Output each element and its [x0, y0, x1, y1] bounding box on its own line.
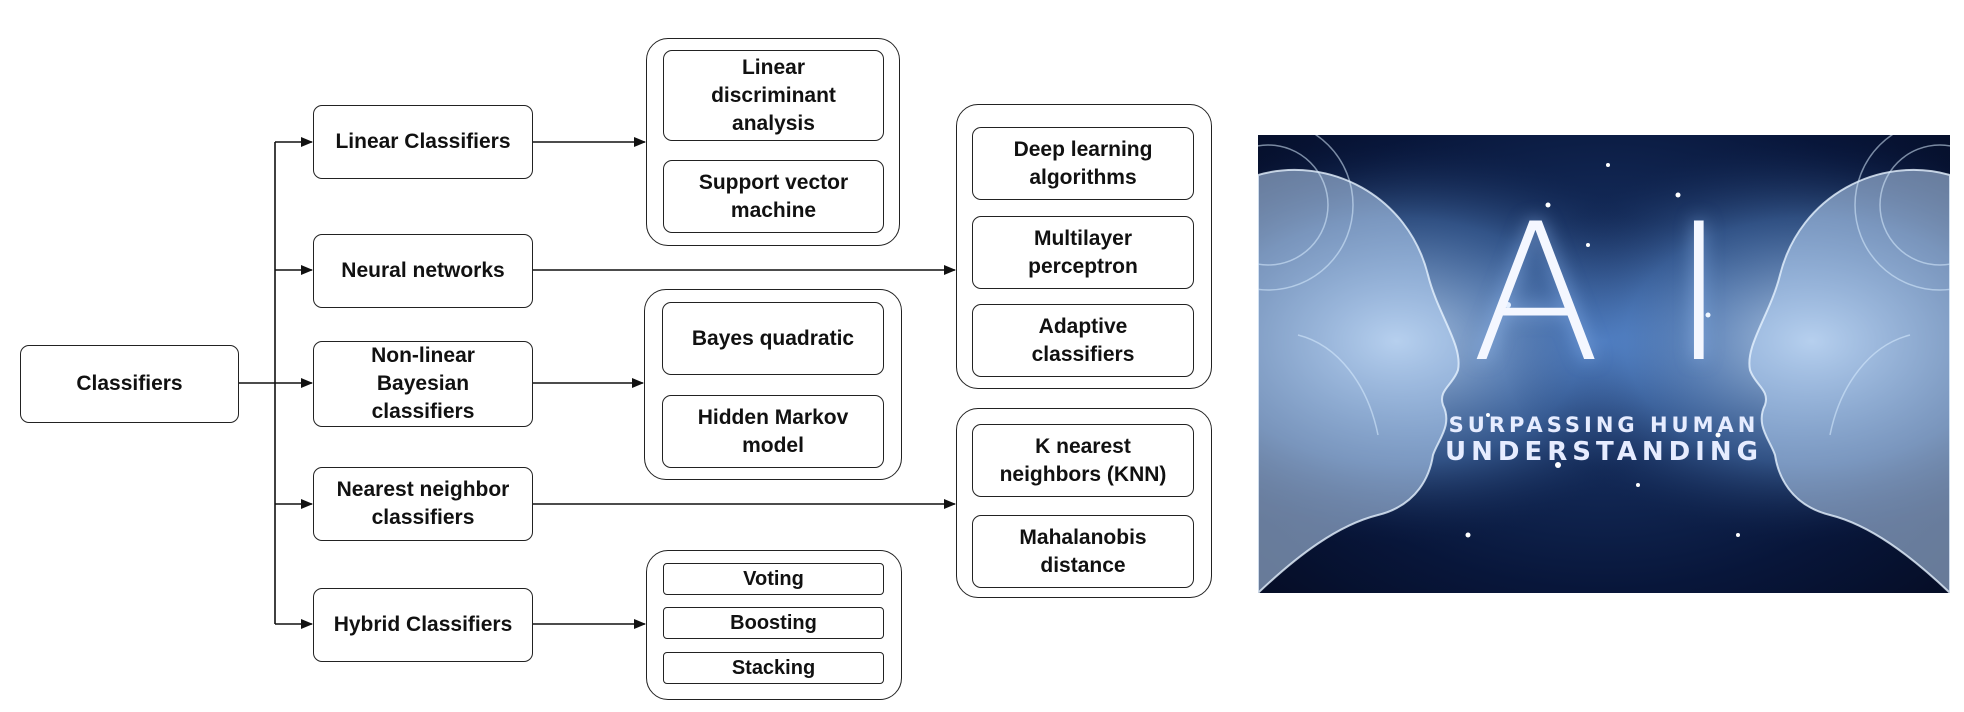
method-voting: Voting [663, 563, 884, 595]
ai-illustration: AI SURPASSING HUMAN UNDERSTANDING [1258, 135, 1950, 593]
method-support-vector-machine: Support vector machine [663, 160, 884, 233]
method-boosting: Boosting [663, 607, 884, 639]
root-classifiers-box: Classifiers [20, 345, 239, 423]
category-neural-networks: Neural networks [313, 234, 533, 308]
ai-title: AI [1470, 183, 1797, 404]
method-k-nearest-neighbors: K nearest neighbors (KNN) [972, 424, 1194, 497]
ai-subtitle-line1: SURPASSING HUMAN [1448, 413, 1760, 437]
category-linear-classifiers: Linear Classifiers [313, 105, 533, 179]
ai-subtitle-line2: UNDERSTANDING [1445, 437, 1763, 467]
category-nearest-neighbor: Nearest neighbor classifiers [313, 467, 533, 541]
method-deep-learning-algorithms: Deep learning algorithms [972, 127, 1194, 200]
ai-background-art [1258, 135, 1950, 593]
category-hybrid-classifiers: Hybrid Classifiers [313, 588, 533, 662]
method-stacking: Stacking [663, 652, 884, 684]
method-adaptive-classifiers: Adaptive classifiers [972, 304, 1194, 377]
left-head-silhouette [1258, 168, 1460, 593]
method-linear-discriminant-analysis: Linear discriminant analysis [663, 50, 884, 141]
method-hidden-markov-model: Hidden Markov model [662, 395, 884, 468]
category-nonlinear-bayesian: Non-linear Bayesian classifiers [313, 341, 533, 427]
method-bayes-quadratic: Bayes quadratic [662, 302, 884, 375]
method-mahalanobis-distance: Mahalanobis distance [972, 515, 1194, 588]
right-head-silhouette [1748, 168, 1950, 593]
method-multilayer-perceptron: Multilayer perceptron [972, 216, 1194, 289]
